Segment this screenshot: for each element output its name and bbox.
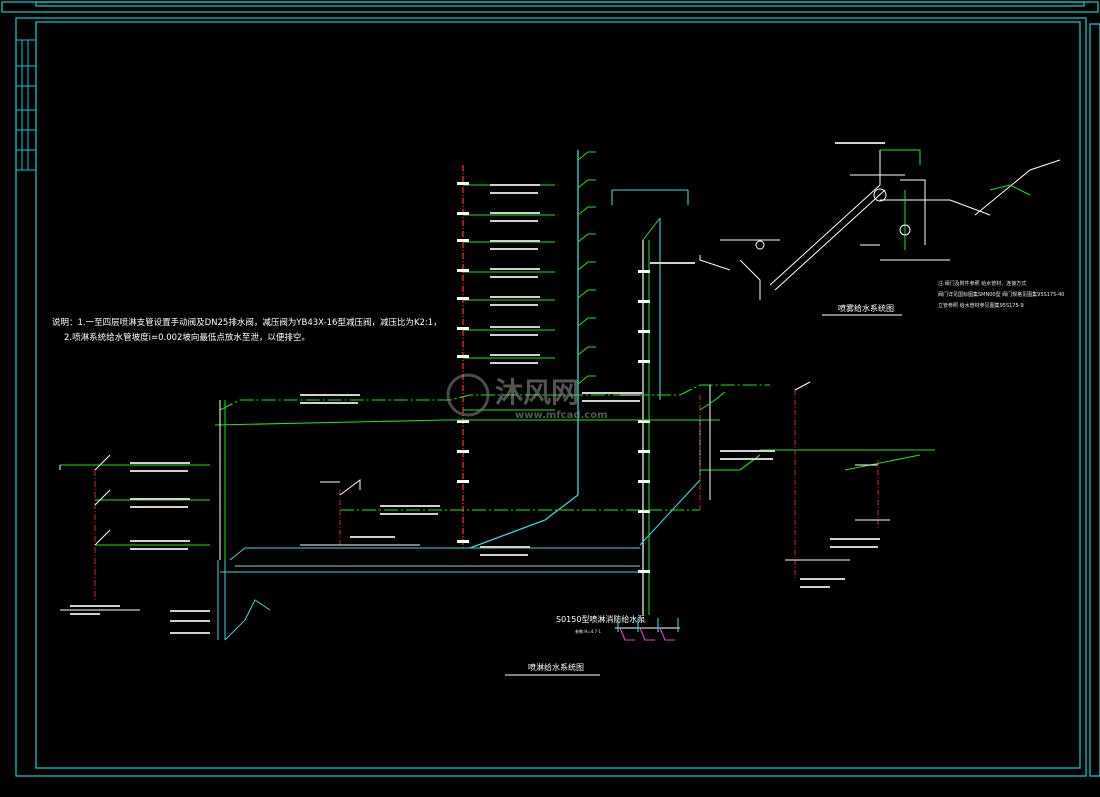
riser-valve-marks [457, 182, 650, 573]
watermark-text: 沐风网 [495, 376, 579, 409]
note-line-1: 说明：1.一至四层喷淋支管设置手动阀及DN25排水阀，减压阀为YB43X-16型… [52, 317, 442, 328]
spray-note-3: 立管参照 给水管材参见图集95S175-9 [938, 302, 1024, 309]
floor-branches-right-riser [577, 151, 596, 385]
pump-sub-label: 参数:H=4.7-1 [575, 628, 602, 634]
spray-note-2: 阀门详见国标图集SMN00型 阀门规格见图集95S175-40 [938, 291, 1064, 298]
drawing-frame [1, 1, 1100, 777]
watermark: 沐风网 www.mfcad.com [446, 373, 608, 421]
main-system-title: 喷淋给水系统图 [528, 662, 584, 672]
note-line-2: 2.喷淋系统给水管坡度i=0.002坡向最低点放水至泄，以便排空。 [64, 332, 310, 343]
right-subsystem-1 [699, 385, 726, 510]
pump-label: S0150型喷淋消防给水泵 [556, 614, 645, 624]
right-subsystem-2 [785, 381, 850, 580]
middle-left-branch [300, 479, 420, 546]
pump-assembly [615, 618, 680, 641]
left-title-strip [16, 39, 36, 171]
watermark-url: www.mfcad.com [515, 410, 608, 421]
spray-system-detail [699, 149, 1061, 300]
spray-note-1: 注:阀门及附件参照 给水管材、连接方式 [938, 280, 1026, 287]
spray-system-title: 喷雾给水系统图 [838, 303, 894, 313]
annotation-ticks [70, 142, 885, 634]
right-subsystem-3 [855, 460, 890, 530]
watermark-logo-icon [446, 373, 490, 417]
